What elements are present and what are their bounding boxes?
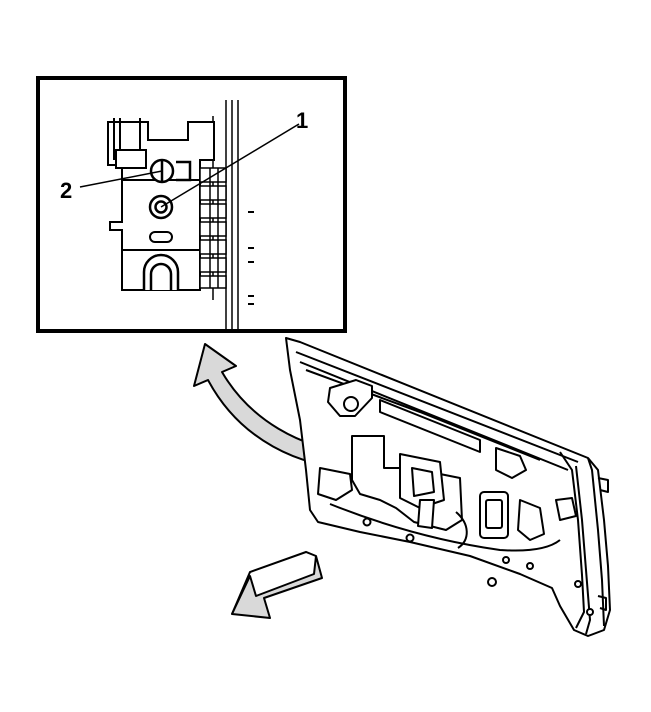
- leader-1: [160, 123, 300, 208]
- detail-inset: 1 2: [36, 76, 347, 333]
- bracket-arch: [142, 253, 180, 290]
- leader-lines: [79, 123, 300, 208]
- callout-1: 1: [296, 108, 308, 133]
- clip-stack: [199, 167, 227, 289]
- straight-arrow-icon: [231, 550, 323, 619]
- callout-2: 2: [60, 178, 72, 203]
- leader-2: [79, 170, 163, 188]
- inset-ticks: [248, 211, 254, 305]
- bracket-slot: [149, 231, 173, 243]
- door-inner-panel: [285, 337, 611, 637]
